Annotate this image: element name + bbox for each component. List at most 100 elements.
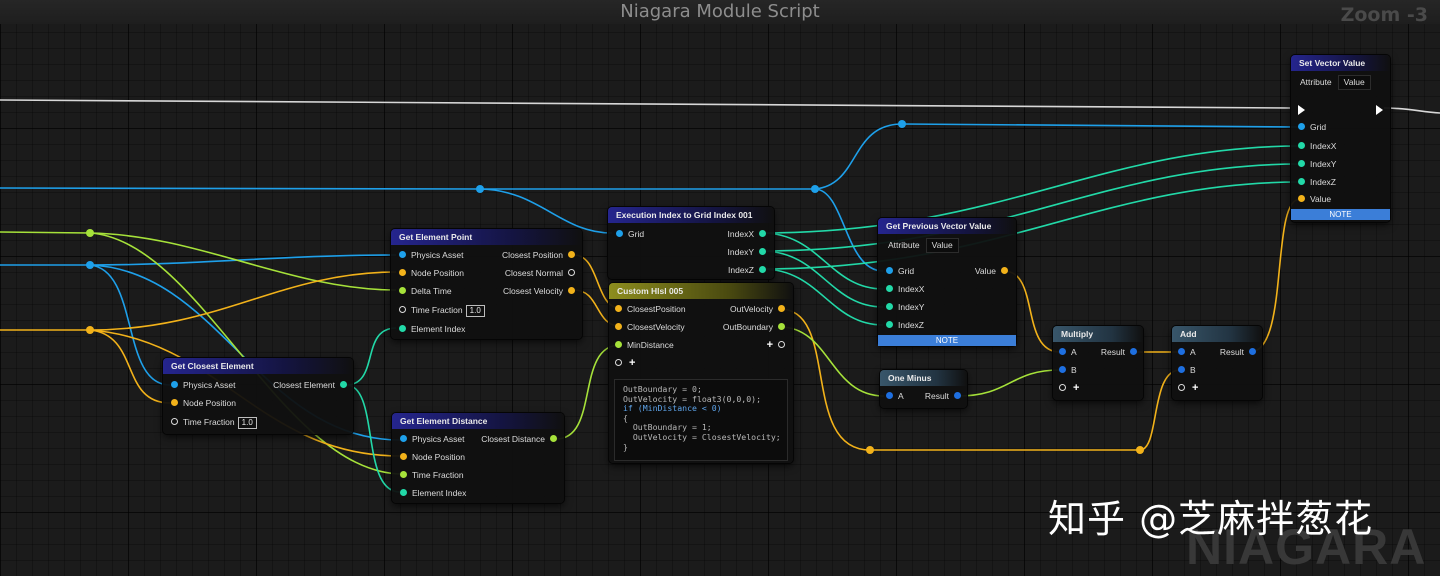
- pin-dot[interactable]: [1298, 178, 1305, 186]
- attribute-field[interactable]: Value: [1337, 75, 1371, 91]
- pin-dot[interactable]: [1298, 142, 1305, 150]
- exec-arrow-icon[interactable]: [1376, 104, 1383, 115]
- exec-out-pin[interactable]: [1376, 102, 1383, 116]
- hlsl-code-editor[interactable]: OutBoundary = 0;OutVelocity = float3(0,0…: [614, 379, 788, 461]
- pin-dot[interactable]: [399, 251, 406, 259]
- pin-dot[interactable]: [615, 359, 622, 367]
- pin-b[interactable]: B: [1178, 363, 1196, 377]
- pin-physics-asset[interactable]: Physics Asset: [400, 432, 464, 446]
- pin-indexy[interactable]: IndexY: [886, 300, 924, 314]
- pin-dot[interactable]: [568, 287, 575, 295]
- time-fraction-input[interactable]: 1.0: [465, 304, 485, 317]
- pin-grid[interactable]: Grid: [616, 227, 644, 241]
- pin-element-index[interactable]: Element Index: [399, 322, 465, 336]
- pin-dot[interactable]: [886, 392, 893, 400]
- pin-dot[interactable]: [1059, 384, 1066, 392]
- pin-closest-position[interactable]: ClosestPosition: [615, 302, 686, 316]
- pin-indexz[interactable]: IndexZ: [1298, 175, 1336, 189]
- node-custom-hlsl[interactable]: Custom Hlsl 005 ClosestPosition ClosestV…: [609, 283, 793, 463]
- pin-node-position[interactable]: Node Position: [400, 450, 465, 464]
- pin-dot[interactable]: [1298, 195, 1305, 203]
- pin-dot[interactable]: [550, 435, 557, 443]
- pin-dot[interactable]: [759, 248, 766, 256]
- pin-dot[interactable]: [1178, 384, 1185, 392]
- node-add[interactable]: Add A B + Result: [1172, 326, 1262, 400]
- exec-in-pin[interactable]: [1298, 102, 1305, 116]
- pin-delta-time[interactable]: Delta Time: [399, 284, 452, 298]
- pin-dot[interactable]: [400, 453, 407, 461]
- plus-icon[interactable]: +: [1073, 382, 1080, 394]
- pin-indexx[interactable]: IndexX: [1298, 139, 1336, 153]
- pin-result[interactable]: Result: [1101, 345, 1137, 359]
- pin-grid[interactable]: Grid: [886, 264, 914, 278]
- pin-dot[interactable]: [954, 392, 961, 400]
- pin-b[interactable]: B: [1059, 363, 1077, 377]
- pin-closest-normal[interactable]: Closest Normal: [505, 266, 575, 280]
- add-input-pin[interactable]: +: [1059, 381, 1079, 395]
- pin-node-position[interactable]: Node Position: [171, 396, 236, 410]
- pin-a[interactable]: A: [1178, 345, 1196, 359]
- plus-icon[interactable]: +: [629, 357, 636, 369]
- pin-a[interactable]: A: [886, 389, 904, 403]
- pin-physics-asset[interactable]: Physics Asset: [399, 248, 463, 262]
- pin-dot[interactable]: [399, 287, 406, 295]
- pin-dot[interactable]: [615, 305, 622, 313]
- add-input-pin[interactable]: +: [615, 356, 635, 370]
- pin-dot[interactable]: [778, 341, 785, 349]
- pin-dot[interactable]: [886, 303, 893, 311]
- node-get-element-point[interactable]: Get Element Point Physics Asset Node Pos…: [391, 229, 582, 339]
- note-bar[interactable]: NOTE: [878, 335, 1016, 346]
- pin-dot[interactable]: [171, 418, 178, 426]
- node-execution-index-to-grid-index[interactable]: Execution Index to Grid Index 001 Grid I…: [608, 207, 774, 279]
- pin-dot[interactable]: [400, 489, 407, 497]
- pin-indexy[interactable]: IndexY: [1298, 157, 1336, 171]
- pin-dot[interactable]: [399, 325, 406, 333]
- pin-element-index[interactable]: Element Index: [400, 486, 466, 500]
- pin-dot[interactable]: [886, 321, 893, 329]
- pin-dot[interactable]: [568, 269, 575, 277]
- pin-dot[interactable]: [1130, 348, 1137, 356]
- pin-a[interactable]: A: [1059, 345, 1077, 359]
- plus-icon[interactable]: +: [1192, 382, 1199, 394]
- pin-result[interactable]: Result: [1220, 345, 1256, 359]
- pin-closest-velocity[interactable]: ClosestVelocity: [615, 320, 685, 334]
- pin-node-position[interactable]: Node Position: [399, 266, 464, 280]
- attribute-field[interactable]: Value: [925, 238, 959, 254]
- pin-dot[interactable]: [171, 399, 178, 407]
- pin-out-boundary[interactable]: OutBoundary: [723, 320, 785, 334]
- pin-dot[interactable]: [400, 471, 407, 479]
- pin-dot[interactable]: [1249, 348, 1256, 356]
- pin-dot[interactable]: [1298, 123, 1305, 131]
- pin-dot[interactable]: [1298, 160, 1305, 168]
- pin-dot[interactable]: [399, 306, 406, 314]
- pin-indexx[interactable]: IndexX: [728, 227, 766, 241]
- pin-indexy[interactable]: IndexY: [728, 245, 766, 259]
- pin-dot[interactable]: [1178, 348, 1185, 356]
- pin-indexx[interactable]: IndexX: [886, 282, 924, 296]
- pin-closest-distance[interactable]: Closest Distance: [481, 432, 557, 446]
- exec-arrow-icon[interactable]: [1298, 104, 1305, 115]
- pin-indexz[interactable]: IndexZ: [886, 318, 924, 332]
- plus-icon[interactable]: +: [766, 339, 773, 351]
- pin-dot[interactable]: [340, 381, 347, 389]
- pin-dot[interactable]: [1059, 348, 1066, 356]
- pin-value[interactable]: Value: [975, 264, 1008, 278]
- pin-dot[interactable]: [759, 230, 766, 238]
- note-bar[interactable]: NOTE: [1291, 209, 1390, 220]
- pin-physics-asset[interactable]: Physics Asset: [171, 378, 235, 392]
- time-fraction-input[interactable]: 1.0: [237, 416, 257, 429]
- pin-dot[interactable]: [1001, 267, 1008, 275]
- pin-dot[interactable]: [1178, 366, 1185, 374]
- pin-closest-position[interactable]: Closest Position: [502, 248, 575, 262]
- add-output-pin[interactable]: +: [765, 338, 785, 352]
- node-get-element-distance[interactable]: Get Element Distance Physics Asset Node …: [392, 413, 564, 503]
- pin-indexz[interactable]: IndexZ: [728, 263, 766, 277]
- pin-result[interactable]: Result: [925, 389, 961, 403]
- pin-dot[interactable]: [615, 323, 622, 331]
- pin-dot[interactable]: [616, 230, 623, 238]
- pin-dot[interactable]: [399, 269, 406, 277]
- node-multiply[interactable]: Multiply A B + Result: [1053, 326, 1143, 400]
- pin-closest-element[interactable]: Closest Element: [273, 378, 347, 392]
